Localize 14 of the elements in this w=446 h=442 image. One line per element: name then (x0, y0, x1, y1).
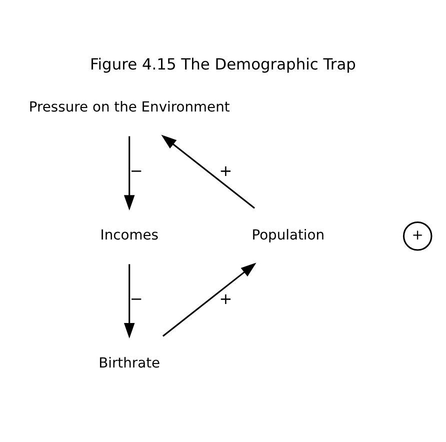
node-text: Pressure on the Environment (28, 99, 230, 116)
edge-label: − (130, 289, 143, 308)
arrow (124, 264, 135, 338)
edge-label: + (219, 162, 232, 180)
edge-label: − (130, 162, 143, 180)
node-text: Incomes (100, 227, 158, 244)
node-text: Birthrate (98, 354, 160, 371)
arrow (124, 136, 135, 210)
arrow (161, 134, 255, 208)
diagram-title: Figure 4.15 The Demographic Trap (90, 55, 356, 74)
node-text: Population (252, 227, 325, 244)
arrow (162, 262, 256, 336)
node-circle: + (402, 221, 432, 250)
edge-label: + (219, 289, 232, 308)
